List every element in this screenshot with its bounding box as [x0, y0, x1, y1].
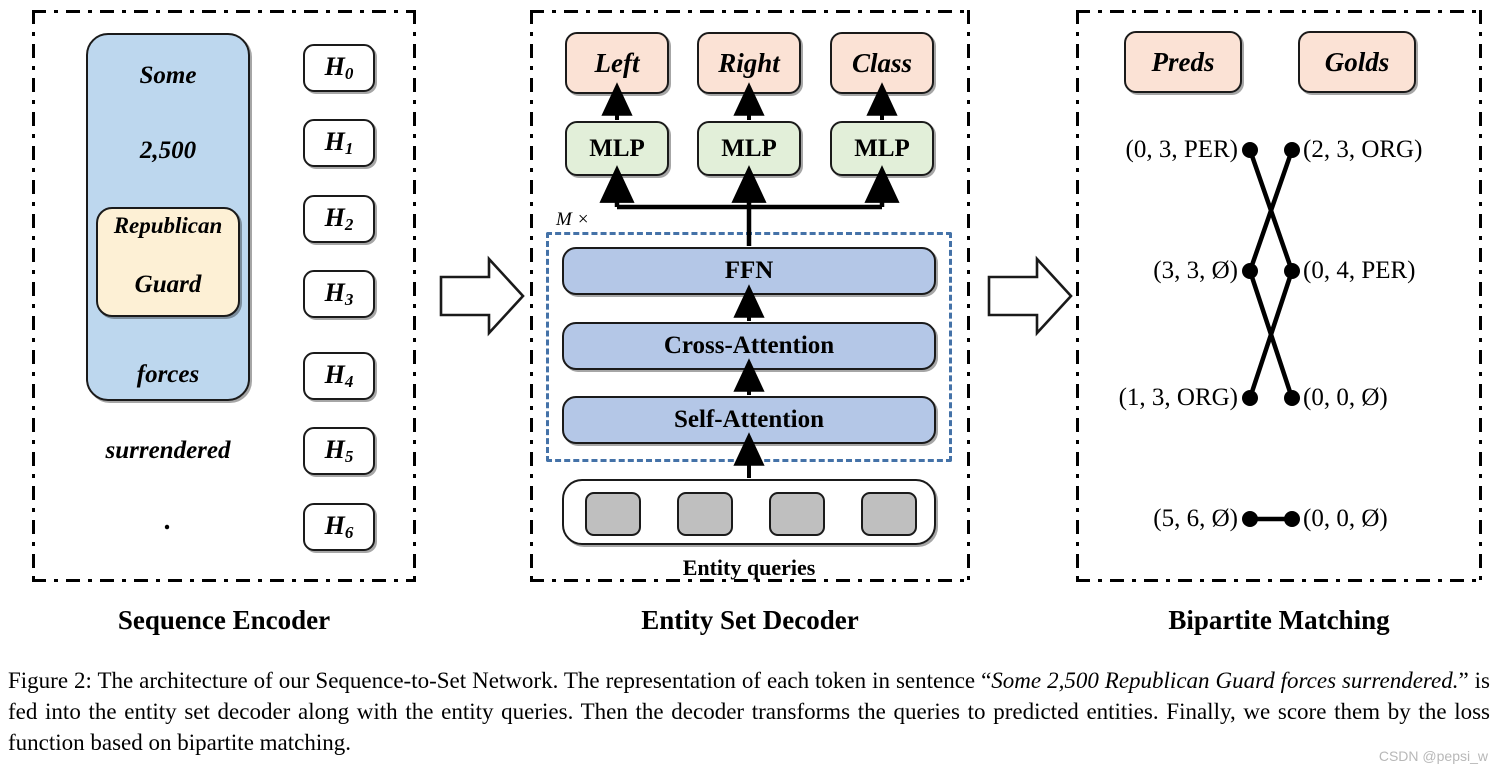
flow-arrow-encoder-to-decoder	[439, 255, 525, 337]
caption-text-1: The architecture of our Sequence-to-Set …	[91, 668, 992, 693]
entity-query-cell	[861, 492, 917, 536]
hidden-state-h0: H0	[303, 44, 375, 92]
entity-query-cell	[677, 492, 733, 536]
hidden-state-h4: H4	[303, 352, 375, 400]
entity-query-cell	[769, 492, 825, 536]
hidden-state-label: H1	[324, 127, 354, 158]
preds-header-box: Preds	[1124, 31, 1242, 93]
panel-bipartite-matching	[1076, 10, 1482, 582]
output-box-class: Class	[830, 32, 934, 94]
hidden-state-label: H0	[324, 52, 354, 83]
caption-sentence-italic: Some 2,500 Republican Guard forces surre…	[991, 668, 1459, 693]
gold-entity-2: (0, 0, Ø)	[1303, 384, 1388, 411]
panel-title-entity-set-decoder: Entity Set Decoder	[641, 605, 859, 635]
token-surrendered: surrendered	[105, 437, 231, 464]
token-guard: Guard	[134, 271, 202, 298]
decoder-layer-cross-attention: Cross-Attention	[562, 322, 936, 370]
hidden-state-h6: H6	[303, 503, 375, 551]
hidden-state-h5: H5	[303, 427, 375, 475]
watermark: CSDN @pepsi_w	[1378, 748, 1488, 764]
pred-entity-3: (5, 6, Ø)	[1153, 505, 1238, 532]
hidden-state-label: H3	[324, 278, 354, 309]
figure-architecture-diagram: Some 2,500 Republican Guard forces surre…	[32, 10, 1482, 635]
token-period: .	[164, 505, 172, 535]
hidden-state-h2: H2	[303, 195, 375, 243]
panel-title-bipartite-matching: Bipartite Matching	[1168, 605, 1390, 635]
entity-queries-label: Entity queries	[682, 555, 816, 580]
output-box-right: Right	[697, 32, 801, 94]
gold-entity-1: (0, 4, PER)	[1303, 257, 1416, 284]
mlp-box-left: MLP	[565, 121, 669, 176]
token-some: Some	[139, 62, 197, 89]
sentence-span-inner	[96, 207, 240, 317]
mlp-box-class: MLP	[830, 121, 934, 176]
gold-entity-0: (2, 3, ORG)	[1303, 136, 1423, 163]
hidden-state-label: H5	[324, 435, 354, 466]
caption-text-2: ” is fed into the entity set decoder alo…	[8, 668, 1490, 755]
panel-title-sequence-encoder: Sequence Encoder	[117, 605, 331, 635]
figure-caption: Figure 2: The architecture of our Sequen…	[8, 665, 1490, 758]
token-2500: 2,500	[139, 137, 197, 164]
decoder-loop-label: M ×	[556, 209, 590, 230]
token-republican: Republican	[113, 213, 223, 238]
hidden-state-label: H4	[324, 360, 354, 391]
pred-entity-0: (0, 3, PER)	[1125, 136, 1239, 163]
decoder-layer-self-attention: Self-Attention	[562, 396, 936, 444]
gold-entity-3: (0, 0, Ø)	[1303, 505, 1388, 532]
mlp-box-right: MLP	[697, 121, 801, 176]
decoder-layer-ffn: FFN	[562, 247, 936, 295]
token-forces: forces	[136, 361, 200, 388]
output-box-left: Left	[565, 32, 669, 94]
entity-query-cell	[585, 492, 641, 536]
hidden-state-h3: H3	[303, 270, 375, 318]
pred-entity-2: (1, 3, ORG)	[1118, 384, 1238, 411]
hidden-state-label: H2	[324, 203, 354, 234]
pred-entity-1: (3, 3, Ø)	[1153, 257, 1238, 284]
golds-header-box: Golds	[1298, 31, 1416, 93]
flow-arrow-decoder-to-matching	[987, 255, 1073, 337]
hidden-state-h1: H1	[303, 119, 375, 167]
caption-figure-number: Figure 2:	[8, 668, 92, 693]
hidden-state-label: H6	[324, 511, 354, 542]
